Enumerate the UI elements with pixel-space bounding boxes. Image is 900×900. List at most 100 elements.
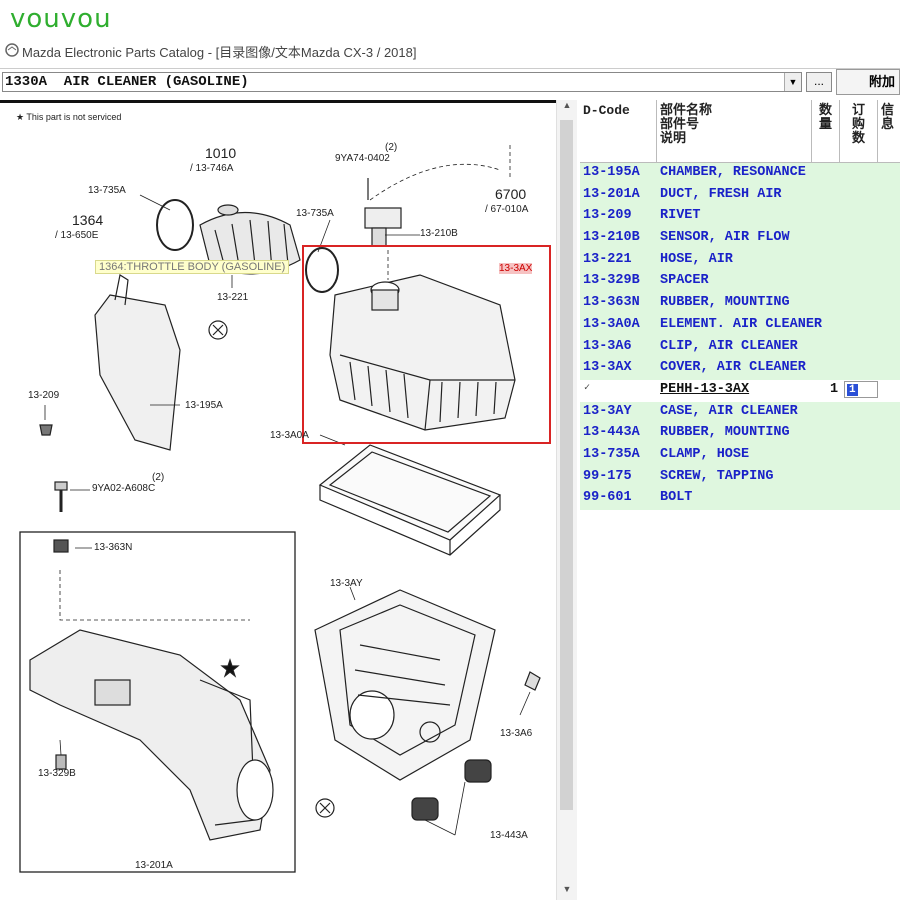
part-code: 13-3AY [583,403,632,419]
callout-13-3a6[interactable]: 13-3A6 [500,728,533,739]
scroll-down-icon[interactable]: ▼ [562,884,572,894]
selected-part-row[interactable]: ✓ PEHH-13-3AX 1 1 [580,379,900,402]
callout-13-363n[interactable]: 13-363N [94,542,133,553]
header-dcode[interactable]: D-Code [580,100,657,162]
clip-drawing [524,671,541,691]
callout-13-221[interactable]: 13-221 [217,292,249,303]
parts-header: D-Code 部件名称 部件号 说明 数 量 订 购 数 信 息 [580,100,900,163]
callout-6700-sub: / 67-010A [485,204,529,215]
chevron-down-icon[interactable]: ▼ [784,73,801,91]
part-code: 13-329B [583,273,640,289]
callout-13-3a0a[interactable]: 13-3A0A [270,430,309,441]
part-description: SENSOR, AIR FLOW [660,230,790,246]
rubber-mount-drawing [411,759,492,821]
callout-1364[interactable]: 1364 [72,212,104,228]
callout-13-735a[interactable]: 13-735A [296,208,334,219]
inset-box [19,531,296,873]
callout-13-210b[interactable]: 13-210B [420,228,458,239]
header-name[interactable]: 部件名称 部件号 说明 [657,100,812,162]
callout-1364-sub: / 13-650E [55,230,99,241]
part-description: HOSE, AIR [660,251,733,267]
star-marker [220,658,240,678]
group-select[interactable]: 1330A AIR CLEANER (GASOLINE) ▼ [2,72,802,92]
part-checkbox[interactable]: ✓ [584,382,591,394]
part-description: DUCT, FRESH AIR [660,186,782,202]
callout-13-209[interactable]: 13-209 [28,390,60,401]
header-order-qty[interactable]: 订 购 数 [840,100,878,162]
x-marker [208,320,228,340]
callout-9ya02-a608c[interactable]: 9YA02-A608C [92,483,156,494]
part-description: RIVET [660,208,701,224]
order-quantity-input[interactable]: 1 [844,380,878,398]
rubber-mount-drawing [53,539,69,553]
part-code: 13-735A [583,446,640,462]
window-titlebar: Mazda Electronic Parts Catalog - [目录图像/文… [0,38,900,64]
parts-row[interactable]: 13-735A CLAMP, HOSE [580,444,900,467]
parts-row[interactable]: 13-3AX COVER, AIR CLEANER [580,358,900,380]
callout-13-443a[interactable]: 13-443A [490,830,528,841]
callout-13-329b[interactable]: 13-329B [38,768,76,779]
part-quantity: 1 [830,381,839,397]
x-marker [315,798,335,818]
attach-button[interactable]: 附加 [836,69,900,95]
highlight-box [302,245,551,444]
air-cleaner-case-drawing [314,589,496,781]
callout-13-3ay[interactable]: 13-3AY [330,578,363,589]
part-code: 13-195A [583,165,640,180]
callout-13-195a[interactable]: 13-195A [185,400,223,411]
more-button[interactable]: ... [806,72,832,92]
resonance-chamber-drawing [94,274,181,451]
callout-13-735a[interactable]: 13-735A [88,185,126,196]
part-description: CLAMP, HOSE [660,446,750,462]
app-icon [5,43,19,57]
scrollbar-thumb[interactable] [560,120,573,810]
order-quantity-value: 1 [847,383,858,396]
part-code: 13-3AX [583,360,632,376]
part-description: RUBBER, MOUNTING [660,295,790,311]
part-description: ELEMENT. AIR CLEANER [660,316,823,332]
hose-clamp-drawing [305,247,339,293]
part-description: SCREW, TAPPING [660,468,774,484]
parts-diagram: ★ This part is not serviced [0,100,556,900]
part-description: CLIP, AIR CLEANER [660,338,798,354]
part-code: 13-443A [583,425,640,441]
air-cleaner-element-drawing [318,444,502,556]
callout-1010[interactable]: 1010 [205,145,237,161]
scroll-up-icon[interactable]: ▲ [562,100,572,110]
header-qty[interactable]: 数 量 [812,100,840,162]
bolt-drawing [54,481,68,512]
part-description: COVER, AIR CLEANER [660,360,806,376]
parts-row[interactable]: 13-210B SENSOR, AIR FLOW [580,228,900,250]
part-description: SPACER [660,273,709,289]
highlight-label[interactable]: 13-3AX [499,263,533,274]
parts-row[interactable]: 13-3A0A ELEMENT. AIR CLEANER [580,314,900,337]
rivet-drawing [39,424,53,436]
parts-row[interactable]: 13-329B SPACER [580,271,900,294]
callout-6700[interactable]: 6700 [495,186,527,202]
air-cleaner-cover-drawing [329,274,516,431]
callout-9ya74-0402[interactable]: 9YA74-0402 [335,153,390,164]
parts-list: D-Code 部件名称 部件号 说明 数 量 订 购 数 信 息 13-195A… [580,100,900,900]
diagram-border [0,100,556,103]
hose-clamp-drawing [156,199,194,251]
toolbar: 1330A AIR CLEANER (GASOLINE) ▼ ... 附加 [0,68,900,97]
part-code: 13-210B [583,230,640,246]
part-code: 13-3A0A [583,316,640,332]
diagram-scrollbar[interactable]: ▲ ▼ [556,100,577,900]
tooltip: 1364:THROTTLE BODY (GASOLINE) [95,260,290,274]
header-info[interactable]: 信 息 [881,103,895,132]
part-number[interactable]: PEHH-13-3AX [660,381,750,397]
window-title: Mazda Electronic Parts Catalog - [目录图像/文… [22,45,417,60]
callout-13-201a[interactable]: 13-201A [135,860,173,871]
